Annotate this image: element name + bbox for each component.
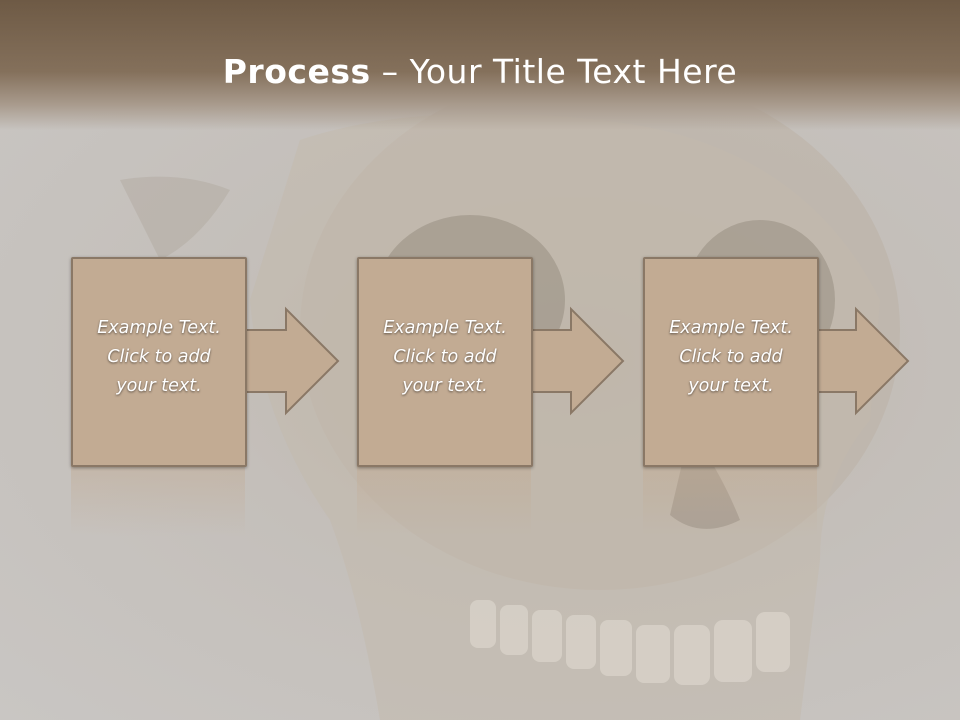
step-1-line-2: Click to add [107, 347, 211, 367]
process-step-1[interactable]: Example Text. Click to add your text. [71, 257, 247, 467]
slide-title[interactable]: Process – Your Title Text Here [0, 52, 960, 91]
process-step-2[interactable]: Example Text. Click to add your text. [357, 257, 533, 467]
title-bold: Process [222, 52, 371, 91]
step-1-line-3: your text. [116, 376, 202, 396]
step-2-line-2: Click to add [393, 347, 497, 367]
box-reflection-1 [71, 466, 245, 536]
step-1-line-1: Example Text. [97, 318, 221, 338]
step-3-text: Example Text. Click to add your text. [645, 314, 817, 401]
title-bar [0, 0, 960, 130]
box-reflection-2 [357, 466, 531, 536]
step-1-text: Example Text. Click to add your text. [73, 314, 245, 401]
title-rest: – Your Title Text Here [370, 52, 738, 91]
step-3-line-3: your text. [688, 376, 774, 396]
step-2-line-3: your text. [402, 376, 488, 396]
step-2-text: Example Text. Click to add your text. [359, 314, 531, 401]
step-3-line-1: Example Text. [669, 318, 793, 338]
step-2-line-1: Example Text. [383, 318, 507, 338]
step-3-line-2: Click to add [679, 347, 783, 367]
process-step-3[interactable]: Example Text. Click to add your text. [643, 257, 819, 467]
box-reflection-3 [643, 466, 817, 536]
